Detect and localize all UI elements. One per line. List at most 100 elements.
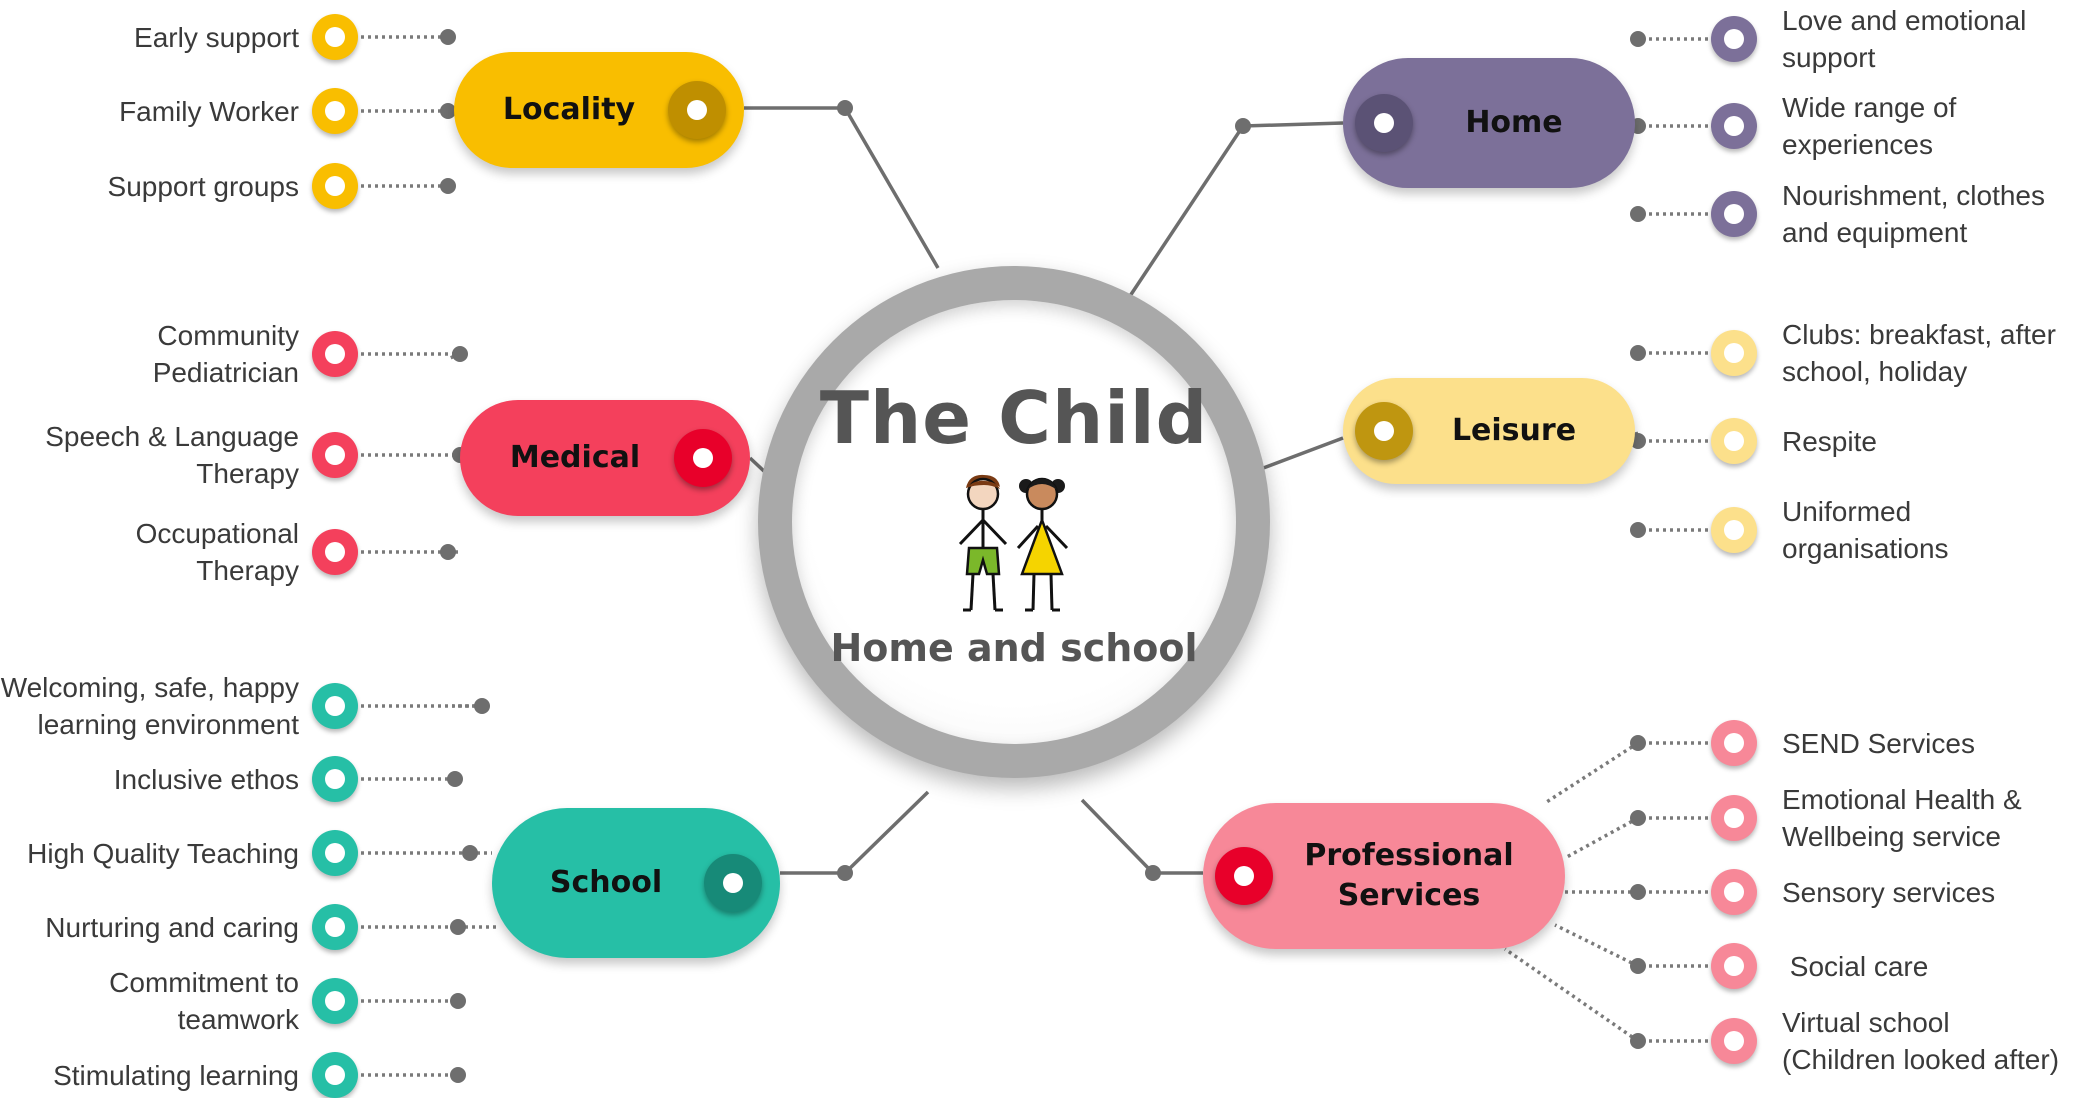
medical-leaf-label: Occupational Therapy [135, 518, 299, 586]
professional-leaf-0-link-b [1544, 741, 1639, 805]
medical-leaf-dot-icon [312, 331, 358, 377]
professional-leaf-4-link-b [1504, 947, 1639, 1043]
home-junction-dot [1235, 118, 1251, 134]
school-branch-pill[interactable]: School [492, 808, 780, 958]
medical-pill-dot-icon [674, 429, 732, 487]
school-leaf-dot-icon [312, 978, 358, 1024]
locality-leaf-label: Early support [134, 21, 299, 53]
school-leaf-label: Inclusive ethos [113, 763, 299, 795]
school-leaf-label: High Quality Teaching [27, 837, 299, 869]
home-leaf-2-joint [1630, 206, 1646, 222]
medical-leaf-0-joint [452, 346, 468, 362]
medical-leaf-label: Community Pediatrician [152, 320, 299, 388]
leisure-branch-label: Leisure [1451, 413, 1577, 448]
school-leaf-3-joint [450, 919, 466, 935]
home-leaf-label: Love and emotional support [1782, 5, 2027, 73]
professional-leaf-label: Virtual school (Children looked after) [1782, 1007, 2060, 1075]
professional-leaf-dot-icon [1711, 1018, 1757, 1064]
home-leaf-dot-icon [1711, 16, 1757, 62]
locality-leaf-label: Family Worker [119, 95, 299, 127]
leisure-pill-dot-icon [1355, 402, 1413, 460]
home-connector-to-center [1128, 125, 1245, 297]
professional-junction-dot [1145, 865, 1161, 881]
home-leaf-label: Nourishment, clothes and equipment [1782, 180, 2046, 248]
leisure-leaf-dot-icon [1711, 330, 1757, 376]
professional-leaf-label: Social care [1782, 950, 1929, 982]
locality-junction-dot [837, 100, 853, 116]
professional-leaf-3-joint [1630, 958, 1646, 974]
medical-branch-pill[interactable]: Medical [460, 400, 750, 516]
school-leaf-label: Welcoming, safe, happy learning environm… [0, 672, 299, 740]
leisure-connector [1257, 436, 1344, 472]
locality-branch-label: Locality [502, 92, 636, 127]
school-leaf-dot-icon [312, 756, 358, 802]
home-branch-pill[interactable]: Home [1343, 58, 1635, 188]
school-leaf-label: Nurturing and caring [45, 911, 299, 943]
professional-leaf-dot-icon [1711, 720, 1757, 766]
school-leaf-2-joint [462, 845, 478, 861]
home-leaf-label: Wide range of experiences [1782, 92, 1957, 160]
school-leaf-label: Commitment to teamwork [109, 967, 299, 1035]
medical-leaf-dot-icon [312, 432, 358, 478]
home-leaf-dot-icon [1711, 191, 1757, 237]
home-branch-label: Home [1465, 105, 1563, 140]
professional-leaf-dot-icon [1711, 795, 1757, 841]
professional-leaf-dot-icon [1711, 943, 1757, 989]
center-title: The Child [819, 376, 1209, 460]
school-leaf-label: Stimulating learning [53, 1059, 299, 1091]
school-junction-dot [837, 865, 853, 881]
leisure-leaf-label: Respite [1782, 425, 1877, 457]
professional-pill-dot-icon [1215, 847, 1273, 905]
leisure-leaf-dot-icon [1711, 507, 1757, 553]
professional-leaf-2-joint [1630, 884, 1646, 900]
school-leaf-5-joint [450, 1067, 466, 1083]
school-leaf-dot-icon [312, 830, 358, 876]
locality-leaf-label: Support groups [107, 170, 299, 202]
school-leaf-dot-icon [312, 904, 358, 950]
professional-leaf-4-joint [1630, 1033, 1646, 1049]
center-node-face: The Child [792, 300, 1236, 744]
center-node: The Child [758, 266, 1270, 778]
school-leaf-1-joint [447, 771, 463, 787]
locality-leaf-2-joint [440, 178, 456, 194]
boy-and-girl-icon [958, 474, 1069, 612]
professional-leaf-label: SEND Services [1782, 727, 1975, 759]
school-leaf-4-joint [450, 993, 466, 1009]
leisure-leaf-label: Uniformed organisations [1782, 496, 1949, 564]
locality-pill-dot-icon [668, 81, 726, 139]
locality-leaf-0-joint [440, 29, 456, 45]
locality-leaf-1-joint [440, 103, 456, 119]
professional-branch-pill[interactable]: Professional Services [1203, 803, 1565, 949]
professional-leaf-0-joint [1630, 735, 1646, 751]
center-subtitle: Home and school [830, 626, 1198, 670]
professional-branch-label: Professional Services [1304, 838, 1514, 913]
locality-branch-pill[interactable]: Locality [454, 52, 744, 168]
school-pill-dot-icon [704, 854, 762, 912]
medical-leaf-dot-icon [312, 529, 358, 575]
professional-leaf-label: Emotional Health & Wellbeing service [1782, 784, 2022, 852]
leisure-leaf-0-joint [1630, 345, 1646, 361]
school-connector-to-center [843, 790, 930, 875]
professional-leaf-label: Sensory services [1782, 876, 1996, 908]
leisure-leaf-2-joint [1630, 522, 1646, 538]
home-leaf-0-joint [1630, 31, 1646, 47]
professional-leaf-dot-icon [1711, 869, 1757, 915]
home-pill-dot-icon [1355, 94, 1413, 152]
leisure-leaf-label: Clubs: breakfast, after school, holiday [1782, 319, 2056, 387]
school-branch-label: School [549, 865, 663, 900]
home-leaf-dot-icon [1711, 103, 1757, 149]
medical-leaf-label: Speech & Language Therapy [45, 421, 299, 489]
medical-branch-label: Medical [509, 440, 641, 475]
home-connector [1242, 121, 1344, 128]
medical-leaf-2-joint [440, 544, 456, 560]
locality-leaf-dot-icon [312, 14, 358, 60]
leisure-branch-pill[interactable]: Leisure [1343, 378, 1635, 484]
school-leaf-dot-icon [312, 1052, 358, 1098]
professional-leaf-3-link-b [1554, 923, 1639, 968]
school-leaf-0-joint [474, 698, 490, 714]
school-leaf-dot-icon [312, 683, 358, 729]
leisure-leaf-dot-icon [1711, 418, 1757, 464]
locality-leaf-dot-icon [312, 88, 358, 134]
